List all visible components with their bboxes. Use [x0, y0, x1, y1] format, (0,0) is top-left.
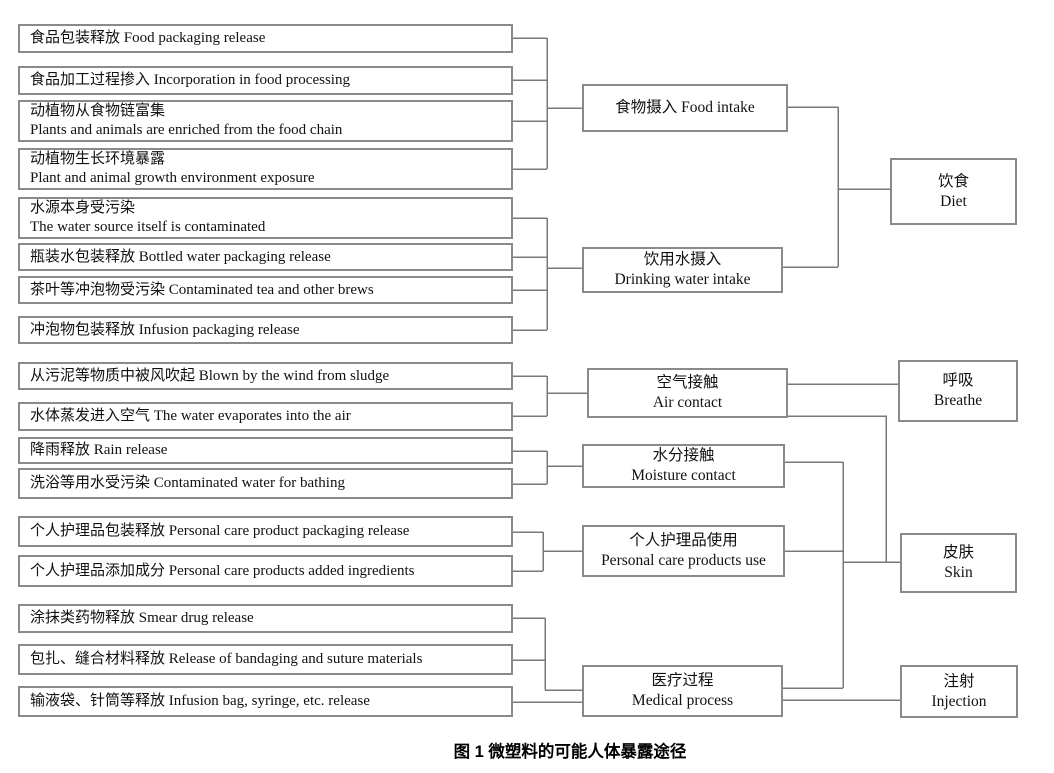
pathway-label: Drinking water intake: [614, 271, 751, 288]
pathway-box-medical-process: 医疗过程 Medical process: [582, 665, 783, 717]
route-box-breathe: 呼吸 Breathe: [898, 360, 1018, 422]
route-label: 饮食: [937, 172, 969, 190]
source-label: 从污泥等物质中被风吹起 Blown by the wind from sludg…: [30, 367, 390, 384]
bracket-medical-process: [513, 617, 582, 703]
source-label: 涂抹类药物释放 Smear drug release: [30, 610, 254, 626]
pathway-label: 水分接触: [652, 447, 715, 464]
source-label: 个人护理品包装释放 Personal care product packagin…: [30, 523, 410, 539]
source-box-care-product-packaging: 个人护理品包装释放 Personal care product packagin…: [18, 516, 513, 547]
source-box-contaminated-tea: 茶叶等冲泡物受污染 Contaminated tea and other bre…: [18, 276, 513, 304]
source-box-water-source-contaminated: 水源本身受污染 The water source itself is contam…: [18, 197, 513, 239]
source-box-bottled-water: 瓶装水包装释放 Bottled water packaging release: [18, 243, 513, 271]
pathway-box-food-intake: 食物摄入 Food intake: [582, 84, 788, 132]
source-box-infusion-bag-syringe: 输液袋、针筒等释放 Infusion bag, syringe, etc. re…: [18, 686, 513, 717]
pathway-label: 个人护理品使用: [629, 532, 738, 549]
pathway-label: Personal care products use: [601, 552, 766, 569]
pathway-label: 医疗过程: [651, 672, 714, 689]
bracket-drinking-water: [513, 217, 582, 331]
source-label: 个人护理品添加成分 Personal care products added i…: [30, 562, 415, 579]
bracket-moisture-contact: [513, 450, 582, 485]
pathway-box-personal-care: 个人护理品使用 Personal care products use: [582, 525, 785, 577]
route-label: 注射: [943, 672, 975, 690]
bracket-air-contact: [513, 375, 587, 417]
source-label: 动植物生长环境暴露: [30, 151, 166, 167]
pathway-label: 空气接触: [656, 374, 719, 391]
source-box-food-chain-enrichment: 动植物从食物链富集 Plants and animals are enriched…: [18, 100, 513, 142]
source-box-rain-release: 降雨释放 Rain release: [18, 437, 513, 464]
source-box-care-product-ingredients: 个人护理品添加成分 Personal care products added i…: [18, 555, 513, 587]
pathway-box-drinking-water: 饮用水摄入 Drinking water intake: [582, 247, 783, 293]
bracket-food-intake: [513, 37, 582, 170]
source-label: 洗浴等用水受污染 Contaminated water for bathing: [30, 475, 345, 491]
source-box-water-evaporation: 水体蒸发进入空气 The water evaporates into the a…: [18, 402, 513, 431]
pathway-box-moisture-contact: 水分接触 Moisture contact: [582, 444, 785, 488]
route-label: 呼吸: [942, 372, 974, 389]
source-label: The water source itself is contaminated: [30, 219, 266, 235]
source-label: 输液袋、针筒等释放 Infusion bag, syringe, etc. re…: [30, 693, 370, 709]
source-box-wind-from-sludge: 从污泥等物质中被风吹起 Blown by the wind from sludg…: [18, 362, 513, 390]
pathway-label: 饮用水摄入: [643, 251, 722, 268]
source-label: 动植物从食物链富集: [30, 103, 166, 119]
source-label: Plant and animal growth environment expo…: [30, 170, 315, 186]
source-label: 冲泡物包装释放 Infusion packaging release: [30, 321, 300, 338]
bracket-personal-care: [513, 531, 582, 572]
pathway-label: Medical process: [631, 692, 734, 709]
source-label: 降雨释放 Rain release: [30, 442, 168, 458]
source-label: 水体蒸发进入空气 The water evaporates into the a…: [30, 408, 351, 424]
source-box-bandaging-suture: 包扎、缝合材料释放 Release of bandaging and sutur…: [18, 644, 513, 675]
route-label: Skin: [944, 564, 973, 581]
route-label: 皮肤: [942, 544, 974, 561]
connector-diet: [783, 106, 890, 268]
connector-skin: [783, 415, 900, 689]
route-box-skin: 皮肤 Skin: [900, 533, 1017, 593]
pathway-label: Moisture contact: [631, 467, 736, 484]
route-label: Injection: [931, 692, 987, 710]
source-box-smear-drug: 涂抹类药物释放 Smear drug release: [18, 604, 513, 633]
source-label: 食品包装释放 Food packaging release: [30, 30, 266, 46]
route-box-injection: 注射 Injection: [900, 665, 1018, 718]
source-label: 包扎、缝合材料释放 Release of bandaging and sutur…: [30, 651, 423, 667]
route-box-diet: 饮食 Diet: [890, 158, 1017, 225]
source-box-infusion-packaging: 冲泡物包装释放 Infusion packaging release: [18, 316, 513, 344]
source-box-food-packaging: 食品包装释放 Food packaging release: [18, 24, 513, 53]
source-box-bathing-water: 洗浴等用水受污染 Contaminated water for bathing: [18, 468, 513, 499]
source-label: 茶叶等冲泡物受污染 Contaminated tea and other bre…: [30, 281, 374, 298]
route-label: Breathe: [933, 392, 983, 409]
source-box-growth-environment: 动植物生长环境暴露 Plant and animal growth environ…: [18, 148, 513, 190]
pathway-label: 食物摄入 Food intake: [615, 99, 755, 116]
source-label: 食品加工过程掺入 Incorporation in food processin…: [30, 72, 350, 88]
pathway-box-air-contact: 空气接触 Air contact: [587, 368, 788, 418]
route-label: Diet: [940, 192, 967, 210]
figure-caption: 图 1 微塑料的可能人体暴露途径: [453, 743, 687, 761]
source-box-food-processing: 食品加工过程掺入 Incorporation in food processin…: [18, 66, 513, 95]
source-label: 瓶装水包装释放 Bottled water packaging release: [30, 248, 331, 265]
pathway-label: Air contact: [652, 394, 723, 411]
source-label: 水源本身受污染: [30, 200, 136, 216]
source-label: Plants and animals are enriched from the…: [30, 122, 343, 138]
